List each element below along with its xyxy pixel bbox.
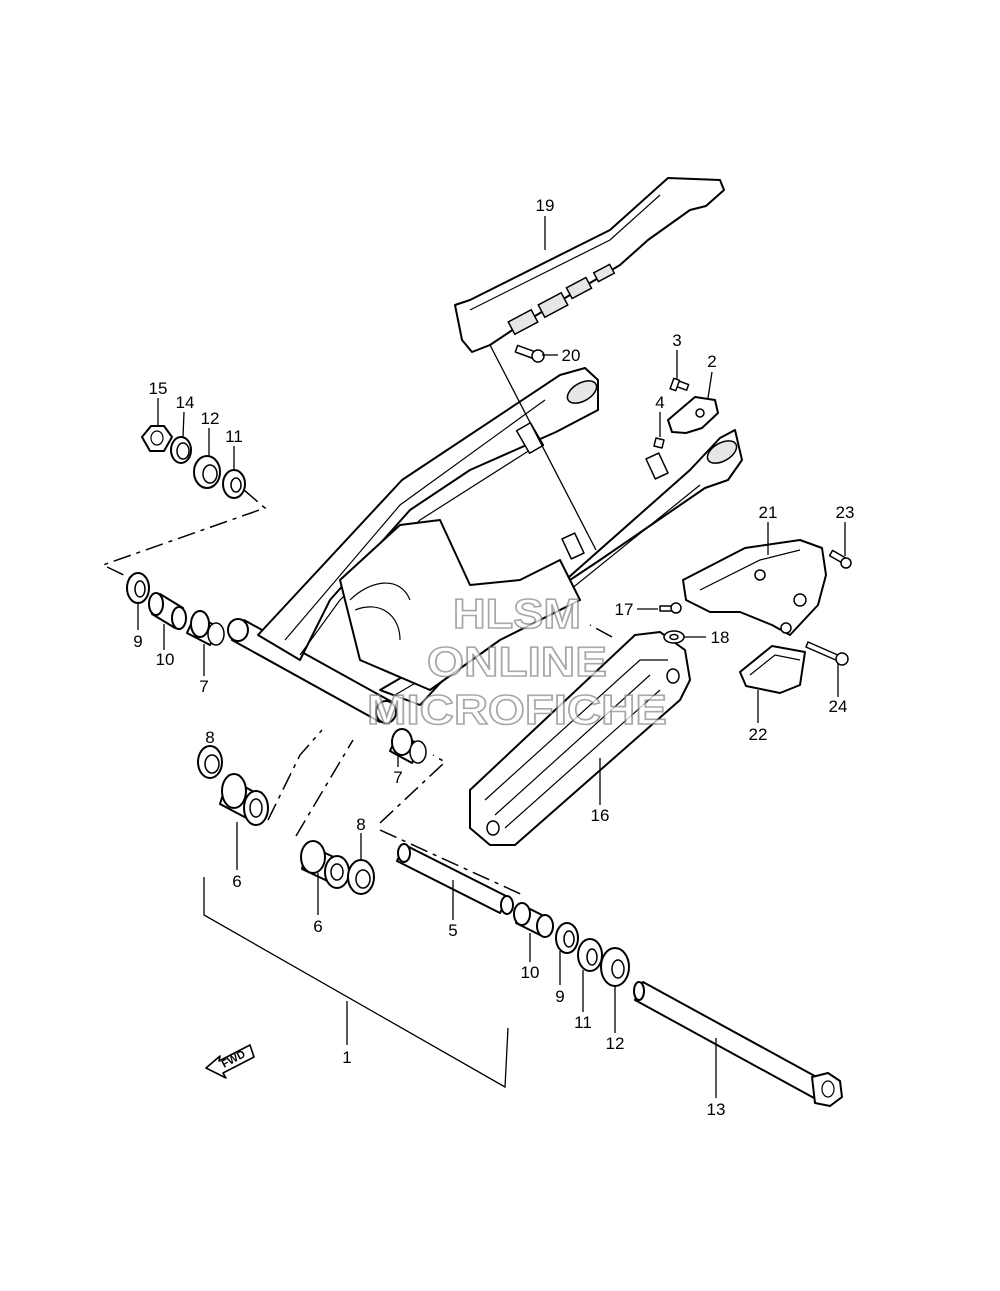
callout-11-upper: 11: [225, 427, 243, 446]
callout-7-right: 7: [393, 768, 402, 787]
chain-case: [454, 177, 725, 353]
leader-lines: [137, 216, 846, 1098]
callout-11-right: 11: [574, 1013, 592, 1032]
washer-9-right: [555, 922, 579, 954]
callout-2: 2: [707, 352, 716, 371]
callout-8-middle: 8: [356, 815, 365, 834]
callout-5: 5: [448, 921, 457, 940]
seal-8-middle: [347, 859, 375, 895]
nut-15: [141, 425, 173, 452]
bolt-3: [669, 377, 690, 392]
callout-10-right: 10: [521, 963, 540, 982]
callout-23: 23: [836, 503, 855, 522]
washer-14: [170, 436, 192, 464]
callout-6-middle: 6: [313, 917, 322, 936]
washer-9-left: [126, 572, 150, 604]
callout-12-upper: 12: [201, 409, 220, 428]
bearing-6-left: [219, 773, 269, 826]
watermark-line-3: MICROFICHE: [367, 686, 667, 733]
guard: [739, 645, 806, 694]
callout-1: 1: [342, 1048, 351, 1067]
washer-11-right: [577, 938, 603, 972]
callout-13: 13: [707, 1100, 726, 1119]
watermark: HLSM ONLINE MICROFICHE: [366, 589, 668, 734]
bracket: [682, 539, 827, 636]
pivot-shaft-13: [633, 981, 843, 1107]
callout-20: 20: [562, 346, 581, 365]
washer-18: [663, 630, 685, 644]
callout-8-left: 8: [205, 728, 214, 747]
callout-9-right: 9: [555, 987, 564, 1006]
callout-19: 19: [536, 196, 555, 215]
washer-12-right: [600, 947, 630, 987]
bolt-24: [805, 641, 849, 666]
callout-6-left: 6: [232, 872, 241, 891]
callout-numbers: 19 20 3 2 4 15 14 12 11 9 10 7 8 7 6 8 6…: [133, 196, 854, 1119]
chain-buffer: [469, 631, 691, 846]
callout-4: 4: [655, 393, 664, 412]
bearing-7-right: [389, 728, 427, 764]
bolt-20: [514, 344, 545, 363]
callout-9-left: 9: [133, 632, 142, 651]
screw-4: [653, 437, 665, 449]
watermark-line-1: HLSM: [453, 590, 581, 637]
callout-14: 14: [176, 393, 195, 412]
callout-7-left: 7: [199, 677, 208, 696]
swingarm: [227, 367, 743, 724]
callout-10-left: 10: [156, 650, 175, 669]
bearing-6-middle: [300, 840, 350, 889]
callout-15: 15: [149, 379, 168, 398]
callout-21: 21: [759, 503, 778, 522]
bearing-7-left: [186, 610, 225, 646]
callout-22: 22: [749, 725, 768, 744]
watermark-line-2: ONLINE: [427, 638, 607, 685]
callout-24: 24: [829, 697, 848, 716]
plate: [667, 396, 719, 434]
collar-10-left: [148, 592, 187, 630]
bushing-12: [193, 455, 221, 489]
assembly-bracket-1: [203, 877, 509, 1089]
washer-11-upper: [222, 469, 246, 499]
callout-18: 18: [711, 628, 730, 647]
assembly-guide-lines: [101, 344, 613, 897]
callout-17: 17: [615, 600, 634, 619]
callout-16: 16: [591, 806, 610, 825]
callout-12-right: 12: [606, 1034, 625, 1053]
collar-10-right: [513, 902, 554, 938]
bolt-23: [828, 549, 852, 569]
callout-3: 3: [672, 331, 681, 350]
seal-8-left: [197, 745, 223, 779]
screw-17: [659, 602, 682, 614]
spacer-5: [396, 843, 514, 915]
fwd-arrow: FWD: [205, 1044, 255, 1079]
